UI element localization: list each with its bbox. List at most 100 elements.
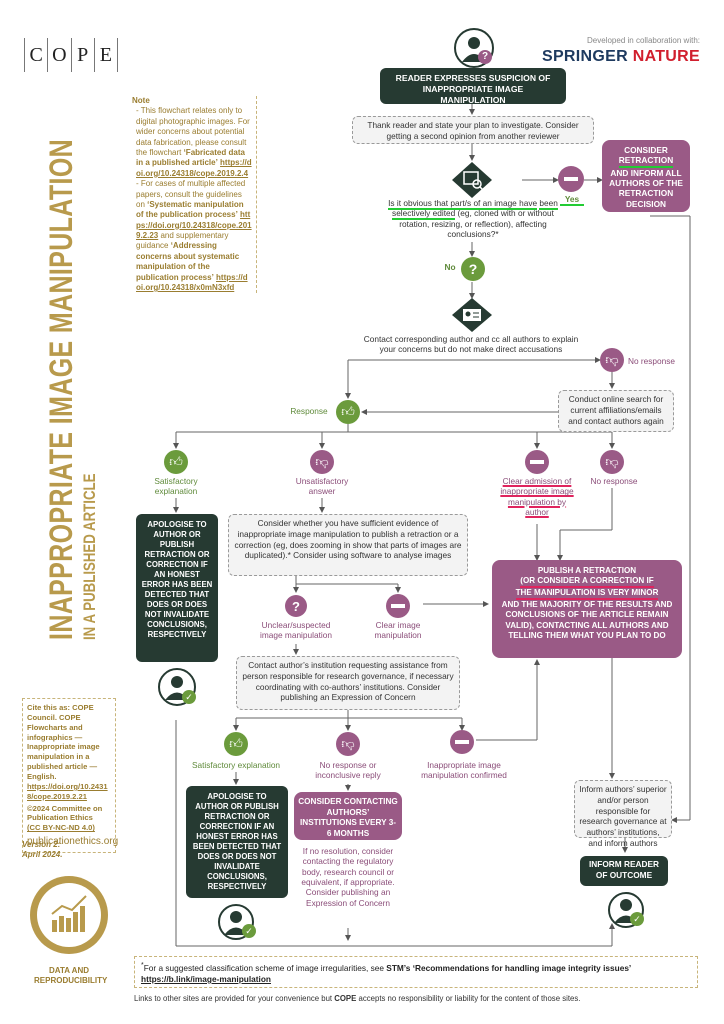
reader-question-icon <box>454 28 494 68</box>
no-response-label: No response <box>628 356 676 366</box>
citation-box: Cite this as: COPE Council. COPE Flowcha… <box>22 698 119 854</box>
logo-letter: P <box>70 38 94 72</box>
version-date: April 2024. <box>22 850 63 860</box>
consider-rest: AND INFORM ALL AUTHORS OF THE RETRACTION… <box>609 167 683 209</box>
side-title-main: INAPPROPRIATE IMAGE MANIPULATION <box>43 138 79 640</box>
start-node: READER EXPRESSES SUSPICION OF INAPPROPRI… <box>380 68 566 105</box>
inform-reader-node: INFORM READER OF OUTCOME <box>580 856 668 886</box>
logo-letter: C <box>24 38 47 72</box>
check-badge-icon: ✓ <box>242 924 256 938</box>
satisfactory-label: Satisfactory explanation <box>154 476 198 497</box>
unsatisfactory-label: Unsatisfactory answer <box>295 476 349 497</box>
springer-word: SPRINGER <box>541 48 628 65</box>
bar-chart-icon <box>37 883 101 947</box>
minus-icon <box>525 450 549 474</box>
publish-rest-text: AND THE MAJORITY OF THE RESULTS AND CONC… <box>501 600 673 640</box>
consider-word: CONSIDER <box>624 145 668 155</box>
thumbs-up-icon: 👍︎ <box>164 450 188 474</box>
note-item-2-guidance: ‘Addressing concerns about systematic ma… <box>136 241 240 282</box>
minus-icon <box>558 166 584 192</box>
image-search-icon <box>452 162 492 198</box>
no-response-label: No response <box>590 476 638 486</box>
publish-minor-text: THE MANIPULATION IS VERY MINOR <box>515 588 659 601</box>
note-item-1-title: ‘Fabricated data in a published article’ <box>136 147 245 168</box>
partner-credit: Developed in collaboration with: SPRINGE… <box>540 36 700 66</box>
question-gear-icon: ? <box>284 594 308 618</box>
footnote-box: *For a suggested classification scheme o… <box>134 956 698 988</box>
disclaimer-bold: COPE <box>334 994 357 1003</box>
no-label: No <box>444 262 456 272</box>
thumbs-down-icon: 👎︎ <box>336 732 360 756</box>
note-link-guidance[interactable]: https://doi.org/10.24318/x0mN3xfd <box>136 272 248 293</box>
publish-correction-text: (OR CONSIDER A CORRECTION IF <box>520 576 654 589</box>
thumbs-down-icon: 👎︎ <box>600 348 624 372</box>
site-text[interactable]: publicationethics.org <box>27 836 119 848</box>
note-item-2-intro: - For cases of multiple affected papers,… <box>136 179 246 209</box>
question-post: (eg, cloned with or without rotation, re… <box>399 208 554 240</box>
citation-link[interactable]: https://doi.org/10.24318/cope.2019.2.21 <box>27 781 108 801</box>
question-highlight: been selectively edited <box>392 198 558 221</box>
cope-logo[interactable]: C O P E <box>24 38 118 72</box>
version-line: Version 2: <box>22 840 61 849</box>
side-title-sub: IN A PUBLISHED ARTICLE <box>80 473 99 640</box>
disclaimer-post: accepts no responsibility or liability f… <box>356 994 581 1003</box>
check-badge-icon: ✓ <box>182 690 196 704</box>
thumbs-down-icon: 👎︎ <box>600 450 624 474</box>
clear-admission-label: Clear admission of inappropriate image m… <box>500 476 574 518</box>
logo-letter: E <box>93 38 118 72</box>
consider-retraction-node: CONSIDER RETRACTION AND INFORM ALL AUTHO… <box>602 140 690 212</box>
note-link-systematic[interactable]: https://doi.org/10.24318/cope.2019.2.23 <box>136 210 252 241</box>
footnote-link[interactable]: https://b.link/image-manipulation <box>141 973 271 984</box>
note-item-2: - For cases of multiple affected papers,… <box>132 179 252 293</box>
satisfactory-label: Satisfactory explanation <box>191 760 281 770</box>
thumbs-up-icon: 👍︎ <box>336 400 360 424</box>
question-pre: Is it obvious that part/s of an image ha… <box>388 198 538 210</box>
disclaimer: Links to other sites are provided for yo… <box>134 994 698 1003</box>
footnote-title: STM’s ‘Recommendations for handling imag… <box>386 962 632 973</box>
thumbs-down-icon: 👎︎ <box>310 450 334 474</box>
inform-superior-node: Inform authors’ superior and/or person r… <box>574 780 672 848</box>
footnote-star: * <box>141 962 144 969</box>
publish-retraction-text: PUBLISH A RETRACTION <box>537 566 637 575</box>
yes-label: Yes <box>560 194 584 207</box>
svg-text:?: ? <box>469 261 478 277</box>
springer-nature-logo[interactable]: SPRINGER NATURE <box>540 48 700 66</box>
inconclusive-label: No response or inconclusive reply <box>315 760 381 781</box>
institution-node: Contact author’s institution requesting … <box>236 656 460 710</box>
publish-retraction-node: PUBLISH A RETRACTION (OR CONSIDER A CORR… <box>492 560 682 658</box>
contact-institutions-node: CONSIDER CONTACTING AUTHORS’ INSTITUTION… <box>294 792 402 840</box>
developed-text: Developed in collaboration with: <box>587 36 700 45</box>
data-reproducibility-badge <box>30 876 108 954</box>
response-label: Response <box>290 406 328 416</box>
logo-letter: O <box>47 38 70 72</box>
note-link-fabricated[interactable]: https://doi.org/10.24318/cope.2019.2.4 <box>136 158 252 178</box>
footnote-text: For a suggested classification scheme of… <box>143 962 387 973</box>
note-item-1: - This flowchart relates only to digital… <box>132 106 252 179</box>
citation-text: Cite this as: COPE Council. COPE Flowcha… <box>27 703 100 782</box>
manipulation-question: Is it obvious that part/s of an image ha… <box>376 198 570 239</box>
check-badge-icon: ✓ <box>630 912 644 926</box>
note-item-1-intro: - This flowchart relates only to digital… <box>136 106 250 157</box>
version-text: Version 2: April 2024. <box>22 840 62 861</box>
apologise-node-2: APOLOGISE TO AUTHOR OR PUBLISH RETRACTIO… <box>186 786 288 898</box>
clear-manipulation-label: Clear image manipulation <box>374 620 422 641</box>
disclaimer-pre: Links to other sites are provided for yo… <box>134 994 335 1003</box>
badge-label: DATA AND REPRODUCIBILITY <box>34 966 108 985</box>
note-title: Note <box>132 96 150 105</box>
note-item-2-mid: and supplementary guidance <box>136 231 229 251</box>
minus-icon <box>450 730 474 754</box>
thank-reader-node: Thank reader and state your plan to inve… <box>352 116 594 144</box>
nature-word: NATURE <box>627 48 700 65</box>
evidence-node: Consider whether you have sufficient evi… <box>228 514 468 576</box>
note-item-2-title: ‘Systematic manipulation of the publicat… <box>136 199 244 220</box>
apologise-node-1: APOLOGISE TO AUTHOR OR PUBLISH RETRACTIO… <box>136 514 218 662</box>
svg-text:?: ? <box>292 599 300 614</box>
question-gear-icon: ? <box>460 256 486 282</box>
minus-icon <box>386 594 410 618</box>
thumbs-up-icon: 👍︎ <box>224 732 248 756</box>
retraction-word: RETRACTION <box>618 155 674 168</box>
license-link[interactable]: (CC BY-NC-ND 4.0) <box>27 823 95 833</box>
question-badge-icon: ? <box>478 50 492 64</box>
online-search-node: Conduct online search for current affili… <box>558 390 674 432</box>
